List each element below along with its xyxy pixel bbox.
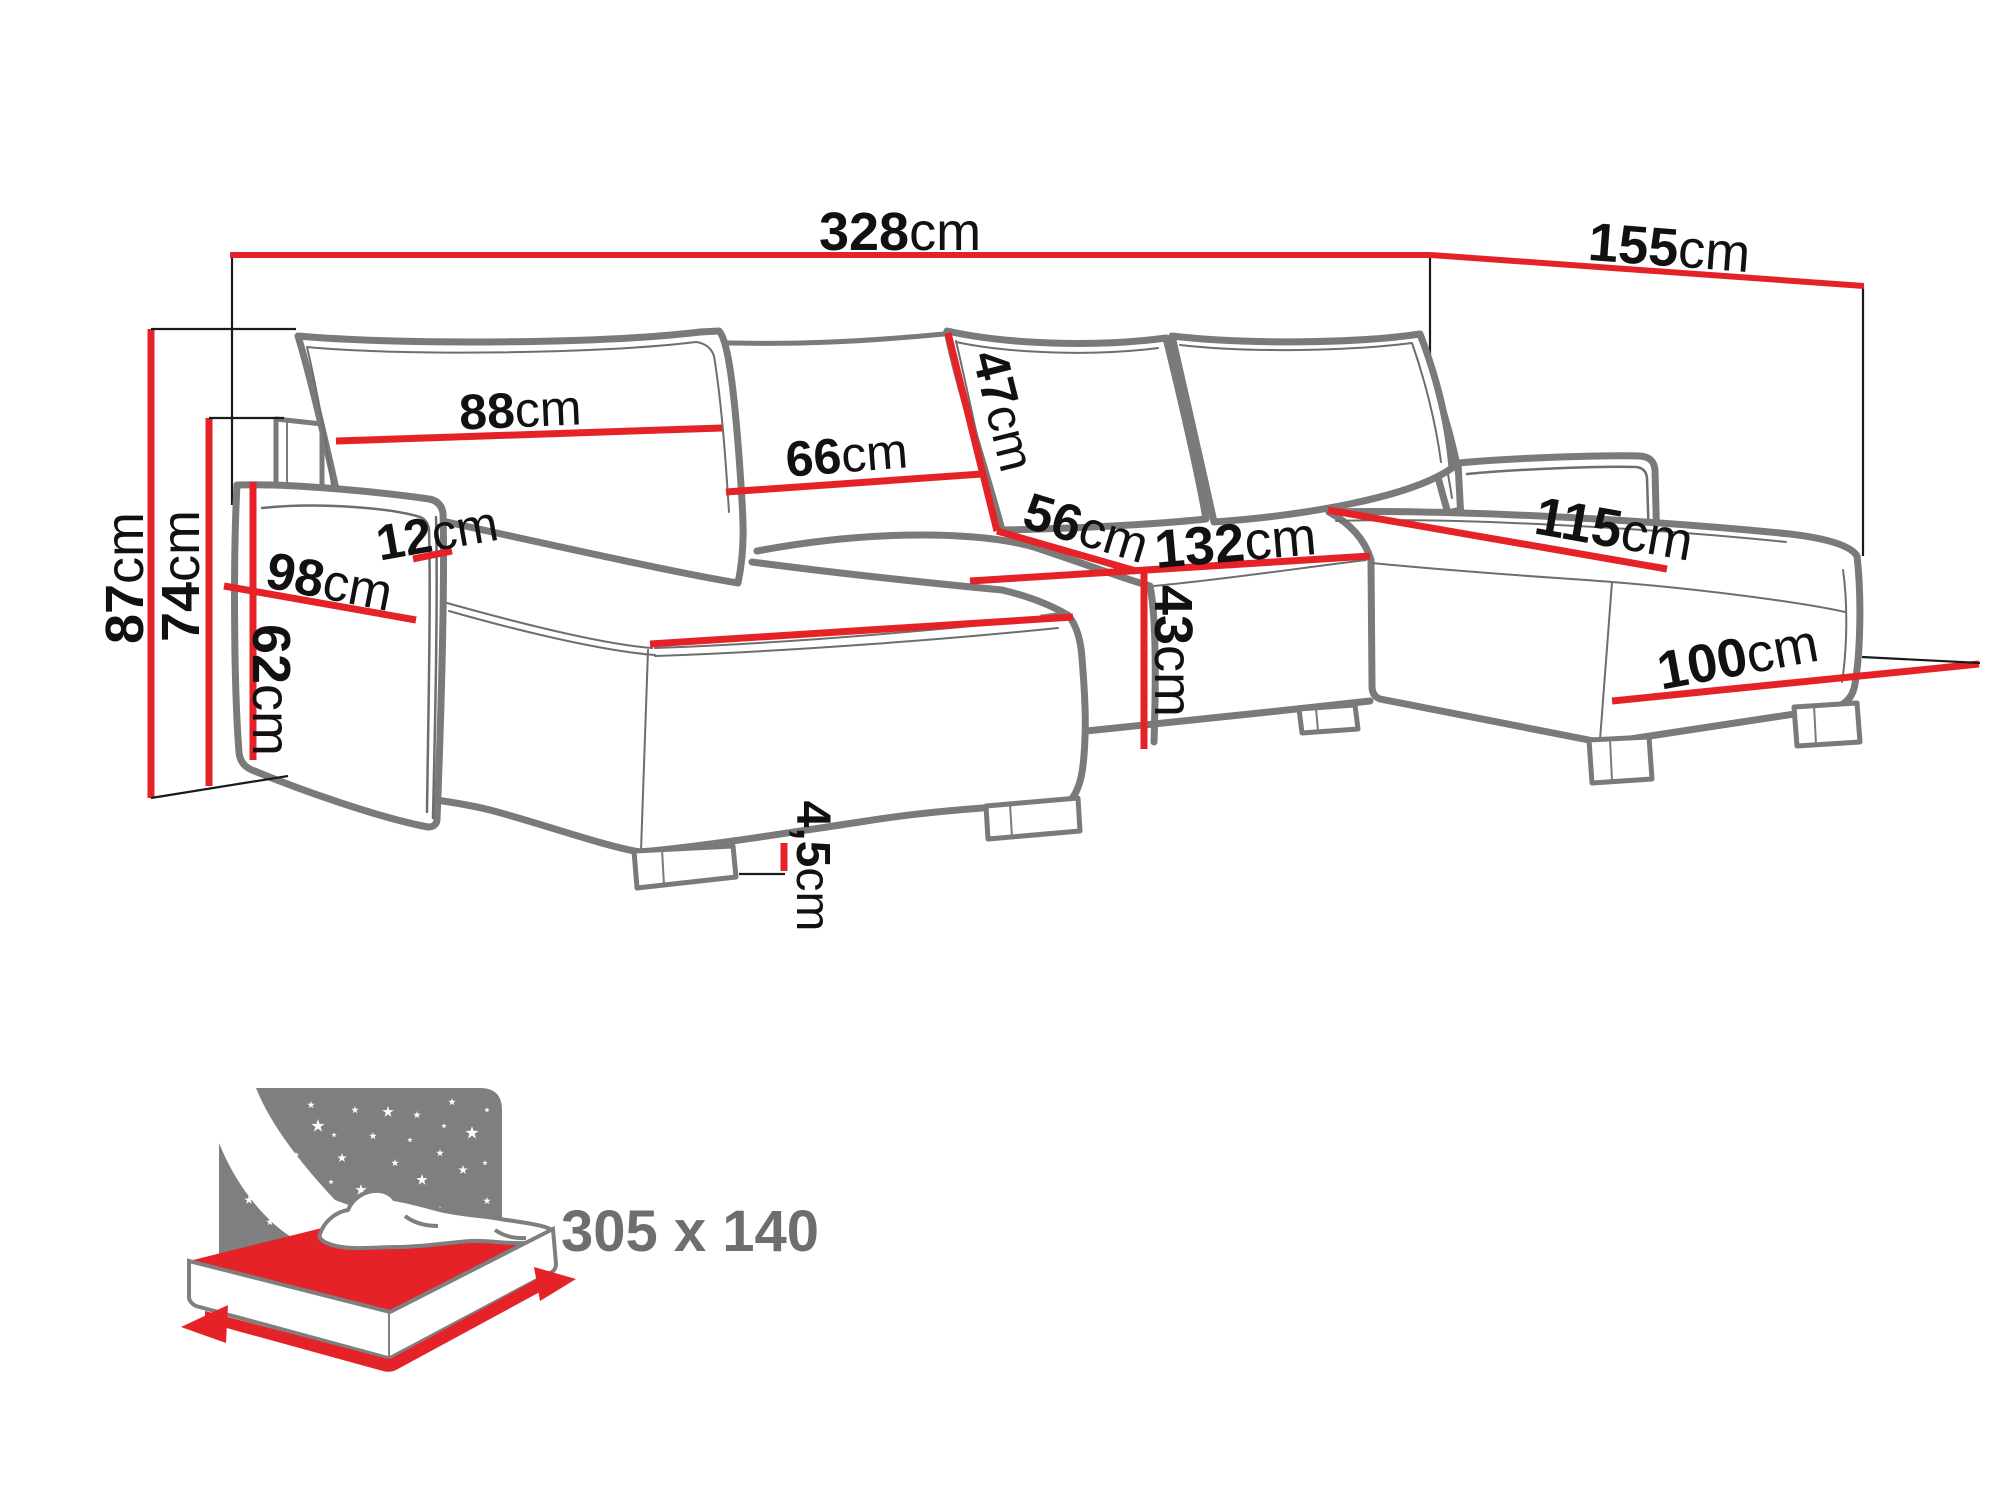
svg-text:87cm: 87cm xyxy=(95,512,155,644)
svg-text:132cm: 132cm xyxy=(1152,506,1319,580)
svg-text:328cm: 328cm xyxy=(819,202,981,262)
svg-text:4,5cm: 4,5cm xyxy=(786,801,839,932)
svg-text:12cm: 12cm xyxy=(372,495,502,571)
svg-text:43cm: 43cm xyxy=(1143,585,1203,717)
svg-text:155cm: 155cm xyxy=(1586,212,1752,284)
svg-text:305 x 140: 305 x 140 xyxy=(561,1199,819,1264)
svg-text:98cm: 98cm xyxy=(261,542,397,623)
svg-text:62cm: 62cm xyxy=(241,624,301,756)
svg-text:74cm: 74cm xyxy=(151,510,211,642)
svg-text:88cm: 88cm xyxy=(458,379,583,440)
svg-text:100cm: 100cm xyxy=(1653,613,1823,702)
svg-text:66cm: 66cm xyxy=(784,422,910,487)
svg-text:115cm: 115cm xyxy=(1531,486,1698,573)
